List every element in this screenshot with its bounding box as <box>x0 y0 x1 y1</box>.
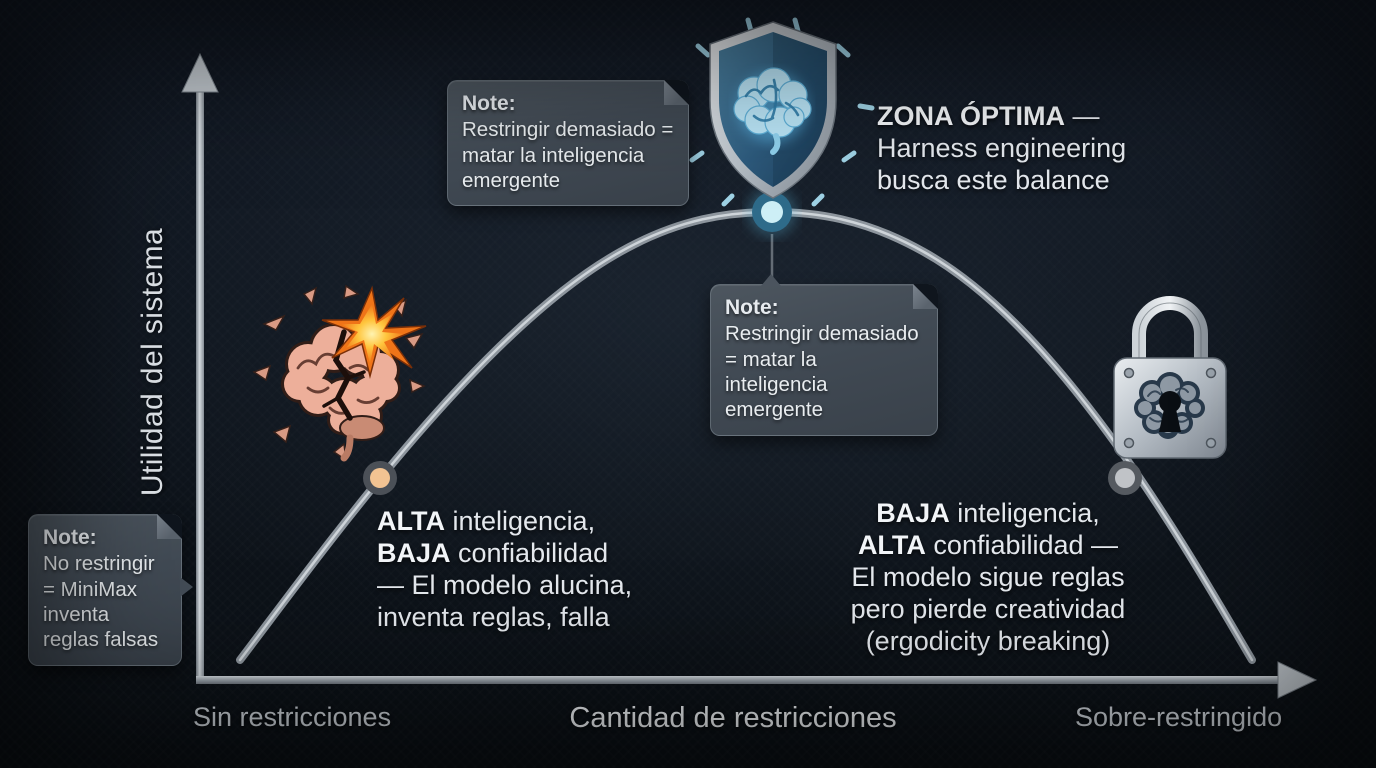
dot-left <box>363 461 397 495</box>
glow-rays <box>671 17 875 207</box>
right-zone-line: El modelo sigue reglas <box>851 562 1125 592</box>
right-zone-line: (ergodicity breaking) <box>865 626 1111 656</box>
left-zone-line: inventa reglas, falla <box>377 602 610 632</box>
dot-right <box>1108 461 1142 495</box>
note-line: matar la inteligencia <box>462 143 645 167</box>
note-line: reglas falsas <box>43 628 159 652</box>
x-axis-right-label: Sobre-restringido <box>1075 702 1283 732</box>
lock-body <box>1113 357 1227 459</box>
right-zone-bold: ALTA <box>857 530 926 560</box>
note-line: = matar la inteligencia <box>725 347 828 397</box>
x-axis-title: Cantidad de restricciones <box>569 702 897 734</box>
note-line: emergente <box>462 169 561 193</box>
y-axis-label: Utilidad del sistema <box>136 227 169 497</box>
brain-outline <box>281 323 401 435</box>
shield-brain-icon <box>671 17 875 207</box>
dot-apex <box>747 187 797 237</box>
note-line: Restringir demasiado = <box>462 118 674 142</box>
x-axis <box>196 661 1318 699</box>
note-pointer-right <box>180 577 193 597</box>
note-box-left: Note: No restringir = MiniMax inventa re… <box>28 514 193 666</box>
crack <box>333 329 353 421</box>
right-zone-annotation: BAJA inteligencia, ALTA confiabilidad — … <box>818 497 1158 657</box>
note-line: = MiniMax <box>43 577 137 601</box>
optimal-zone-dash: — <box>1065 101 1100 131</box>
x-axis-left-label: Sin restricciones <box>193 702 392 732</box>
right-zone-line: pero pierde creatividad <box>850 594 1126 624</box>
note-line: Restringir demasiado <box>725 322 919 346</box>
left-zone-text: confiabilidad <box>450 538 609 568</box>
note-pointer-up <box>761 274 781 286</box>
right-zone-bold: BAJA <box>876 498 950 528</box>
note-title: Note: <box>462 92 516 115</box>
right-zone-text: confiabilidad — <box>925 530 1119 560</box>
brain-body <box>284 326 398 432</box>
note-line: inventa <box>43 603 110 627</box>
exploding-brain-icon <box>252 284 427 462</box>
left-zone-line: — El modelo alucina, <box>377 570 633 600</box>
lock-brain-icon <box>1113 296 1227 459</box>
optimal-zone-bold: ZONA ÓPTIMA <box>877 101 1065 131</box>
note-line: No restringir <box>43 552 155 576</box>
note-box-middle: Note: Restringir demasiado = matar la in… <box>710 274 938 436</box>
engraved-brain <box>1134 372 1205 439</box>
keyhole <box>1159 391 1181 432</box>
left-zone-annotation: ALTA inteligencia, BAJA confiabilidad — … <box>377 505 632 633</box>
note-title: Note: <box>43 526 97 549</box>
debris <box>252 284 426 462</box>
left-zone-text: inteligencia, <box>444 506 596 536</box>
note-line: emergente <box>725 398 824 422</box>
optimal-zone-annotation: ZONA ÓPTIMA — Harness engineering busca … <box>877 100 1126 196</box>
right-zone-text: inteligencia, <box>949 498 1100 528</box>
left-zone-bold: BAJA <box>377 538 451 568</box>
brain-glyph <box>733 67 812 155</box>
note-title: Note: <box>725 296 779 319</box>
note-box-top: Note: Restringir demasiado = matar la in… <box>447 80 689 207</box>
explosion-burst <box>321 285 427 379</box>
shackle <box>1132 296 1208 362</box>
rivets <box>1123 367 1217 449</box>
left-zone-bold: ALTA <box>377 506 445 536</box>
optimal-zone-line: busca este balance <box>877 165 1110 195</box>
optimal-zone-line: Harness engineering <box>877 133 1127 163</box>
